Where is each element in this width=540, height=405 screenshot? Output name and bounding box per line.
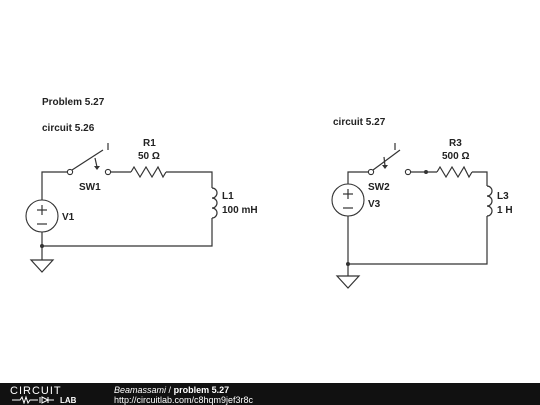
voltage-source-v3 xyxy=(331,183,365,217)
inductor-l1-value: 100 mH xyxy=(222,205,258,216)
resistor-r3-name: R3 xyxy=(449,138,462,149)
circuitlab-logo[interactable]: CIRCUIT LAB xyxy=(10,384,90,404)
inductor-l3 xyxy=(486,185,493,217)
project-title: problem 5.27 xyxy=(173,385,230,395)
inductor-l3-value: 1 H xyxy=(497,205,513,216)
voltage-source-v1 xyxy=(25,199,59,233)
circuit-a: SW1 R1 50 Ω L1 100 mH V1 xyxy=(25,138,258,273)
resistor-r3 xyxy=(436,165,473,179)
ground-a xyxy=(29,244,55,273)
circuit-a-label: circuit 5.26 xyxy=(42,123,95,134)
circuit-b-wire-r3-to-l3 xyxy=(472,171,488,186)
circuit-b-wire-bottom xyxy=(347,216,488,265)
circuit-b-junction xyxy=(424,170,428,174)
circuit-a-wire-bottom xyxy=(41,218,213,247)
circuit-a-wire-r1-to-l1 xyxy=(166,171,213,188)
circuit-a-wire-left xyxy=(41,171,67,200)
logo-wordmark-top: CIRCUIT xyxy=(10,385,62,397)
problem-heading: Problem 5.27 xyxy=(42,97,105,108)
footer-title-line: Beamassami / problem 5.27 xyxy=(114,385,253,395)
switch-sw1 xyxy=(66,143,112,176)
inductor-l3-name: L3 xyxy=(497,191,509,202)
circuit-b: SW2 R3 500 Ω L3 1 H V3 xyxy=(331,138,513,289)
switch-sw2-label: SW2 xyxy=(368,182,390,193)
footer-bar: CIRCUIT LAB Beamassami / problem 5.27 ht… xyxy=(0,383,540,405)
author-link[interactable]: Beamassami xyxy=(114,385,167,395)
resistor-r1-name: R1 xyxy=(143,138,156,149)
inductor-l1 xyxy=(211,187,218,219)
resistor-r1-value: 50 Ω xyxy=(138,151,160,162)
voltage-source-v3-label: V3 xyxy=(368,199,381,210)
footer-text: Beamassami / problem 5.27 http://circuit… xyxy=(114,385,253,405)
logo-wordmark-bottom: LAB xyxy=(60,396,77,404)
circuit-b-label: circuit 5.27 xyxy=(333,117,386,128)
circuit-b-wire-left xyxy=(347,171,368,184)
inductor-l1-name: L1 xyxy=(222,191,234,202)
switch-sw2 xyxy=(367,143,412,176)
resistor-r1 xyxy=(130,165,167,179)
logo-circuit-glyph-icon xyxy=(12,395,54,404)
voltage-source-v1-label: V1 xyxy=(62,212,75,223)
switch-sw1-label: SW1 xyxy=(79,182,101,193)
project-url[interactable]: http://circuitlab.com/c8hqm9jef3r8c xyxy=(114,395,254,405)
ground-b xyxy=(335,262,361,289)
resistor-r3-value: 500 Ω xyxy=(442,151,469,162)
schematic-canvas: Problem 5.27 circuit 5.26 circuit 5.27 S… xyxy=(25,97,513,289)
title-separator: / xyxy=(168,385,172,395)
